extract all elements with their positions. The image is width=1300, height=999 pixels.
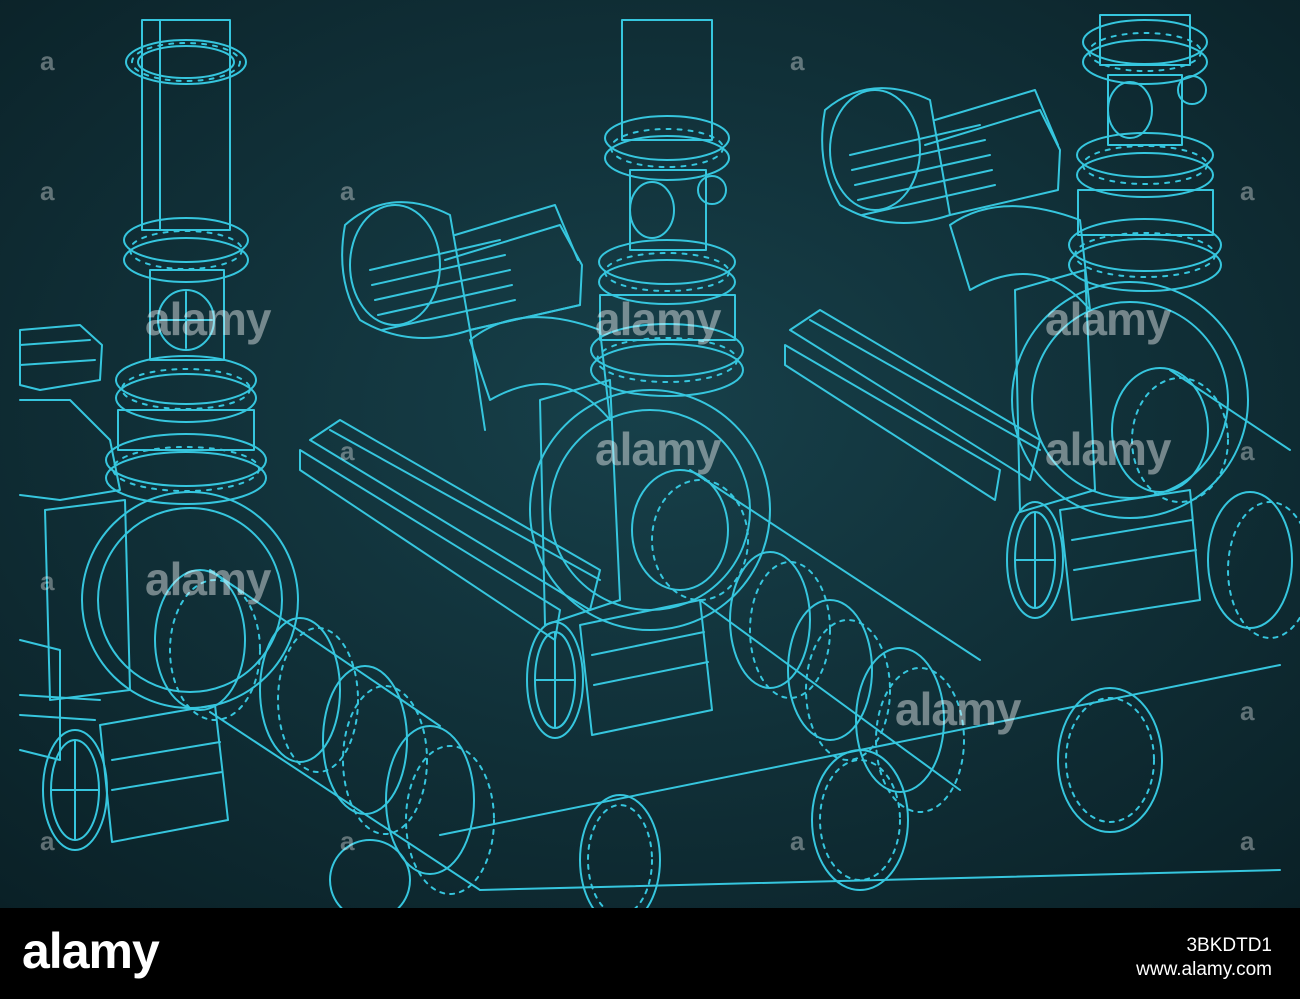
left-pump-assembly	[19, 19, 495, 895]
blueprint-illustration: a a a a a a a a a a a a a	[0, 0, 1300, 908]
alamy-logo: alamy	[22, 923, 160, 979]
watermark-text: alamy	[1045, 293, 1171, 345]
watermark-text: alamy	[1045, 423, 1171, 475]
watermark-mark: a	[40, 176, 55, 206]
watermark-mark: a	[340, 436, 355, 466]
watermark-text: alamy	[595, 423, 721, 475]
middle-pump-assembly	[299, 19, 981, 813]
right-pump-assembly	[784, 14, 1300, 639]
watermark-text: alamy	[895, 683, 1021, 735]
watermark-mark: a	[340, 826, 355, 856]
image-reference: 3BKDTD1 www.alamy.com	[1136, 934, 1272, 982]
watermark-mark: a	[40, 566, 55, 596]
watermark-mark: a	[790, 826, 805, 856]
watermark-mark: a	[340, 176, 355, 206]
header-manifold-pipe	[329, 664, 1281, 908]
site-url: www.alamy.com	[1136, 959, 1272, 980]
stock-footer-bar: alamy 3BKDTD1 www.alamy.com	[0, 908, 1300, 999]
watermark-mark: a	[790, 46, 805, 76]
watermark-text: alamy	[595, 293, 721, 345]
image-id: 3BKDTD1	[1186, 935, 1272, 956]
watermark-mark: a	[40, 826, 55, 856]
watermark-mark: a	[40, 46, 55, 76]
watermark-mark: a	[1240, 696, 1255, 726]
watermark-mark: a	[1240, 436, 1255, 466]
watermark-text: alamy	[145, 293, 271, 345]
watermark-text: alamy	[145, 553, 271, 605]
watermark-mark: a	[1240, 176, 1255, 206]
watermark-mark: a	[1240, 826, 1255, 856]
